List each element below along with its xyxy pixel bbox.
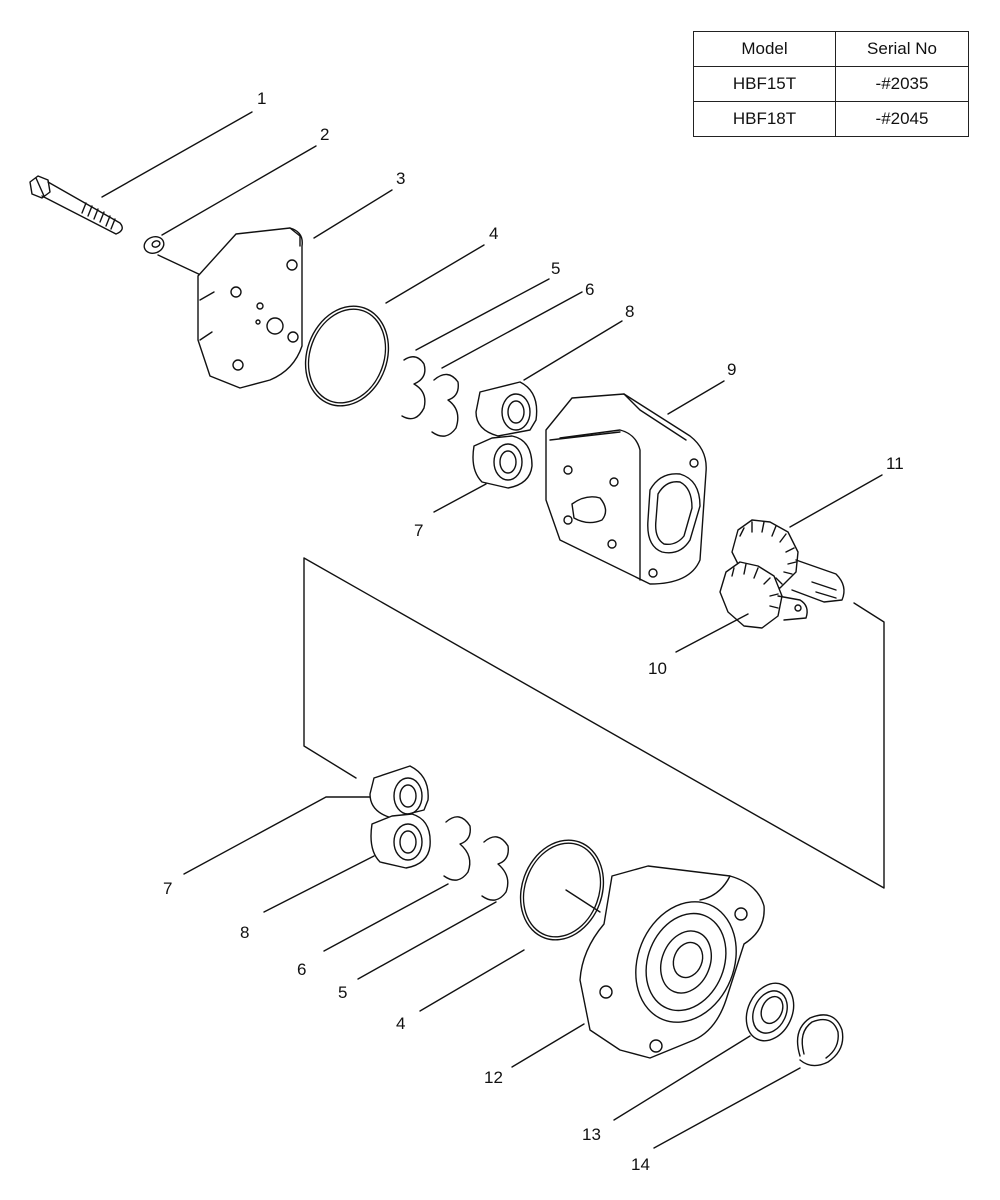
callout-7: 7: [163, 879, 172, 898]
callout-labels: 1 2 3 4 5 6 8 9 7 11 10 7 8 6 5 4 12 13 …: [163, 89, 904, 1174]
o-ring-part: [519, 839, 605, 941]
bushing-block-part: [472, 381, 538, 489]
callout-8: 8: [240, 923, 249, 942]
callout-5: 5: [551, 259, 560, 278]
callout-2: 2: [320, 125, 329, 144]
seal-ring-part: [443, 816, 509, 901]
callout-6: 6: [585, 280, 594, 299]
callout-14: 14: [631, 1155, 650, 1174]
o-ring-part: [304, 305, 390, 407]
table-row: HBF15T -#2035: [693, 66, 969, 102]
callout-10: 10: [648, 659, 667, 678]
callout-5: 5: [338, 983, 347, 1002]
table-header-serial: Serial No: [835, 31, 969, 67]
model-serial-table: Model Serial No HBF15T -#2035 HBF18T -#2…: [693, 31, 969, 137]
callout-9: 9: [727, 360, 736, 379]
callout-12: 12: [484, 1068, 503, 1087]
bolt-part: [29, 175, 123, 235]
callout-7: 7: [414, 521, 423, 540]
leader-lines: [101, 111, 883, 1149]
table-header-row: Model Serial No: [693, 31, 969, 67]
callout-1: 1: [257, 89, 266, 108]
connection-lines: [303, 557, 885, 889]
gear-body-part: [545, 393, 707, 585]
callout-13: 13: [582, 1125, 601, 1144]
callout-4: 4: [396, 1014, 405, 1033]
table-header-model: Model: [693, 31, 836, 67]
callout-4: 4: [489, 224, 498, 243]
callout-8: 8: [625, 302, 634, 321]
snap-ring-part: [796, 1014, 844, 1067]
table-cell-serial: -#2035: [835, 66, 969, 102]
table-row: HBF18T -#2045: [693, 101, 969, 137]
rear-cover-part: [197, 227, 303, 389]
seal-ring-part: [401, 356, 459, 437]
callout-3: 3: [396, 169, 405, 188]
table-cell-serial: -#2045: [835, 101, 969, 137]
front-cover-part: [579, 865, 765, 1059]
bushing-block-part: [369, 765, 431, 869]
washer-part: [143, 236, 206, 278]
oil-seal-part: [745, 982, 795, 1042]
callout-6: 6: [297, 960, 306, 979]
driven-gear-part: [719, 561, 808, 629]
callout-11: 11: [886, 454, 904, 473]
